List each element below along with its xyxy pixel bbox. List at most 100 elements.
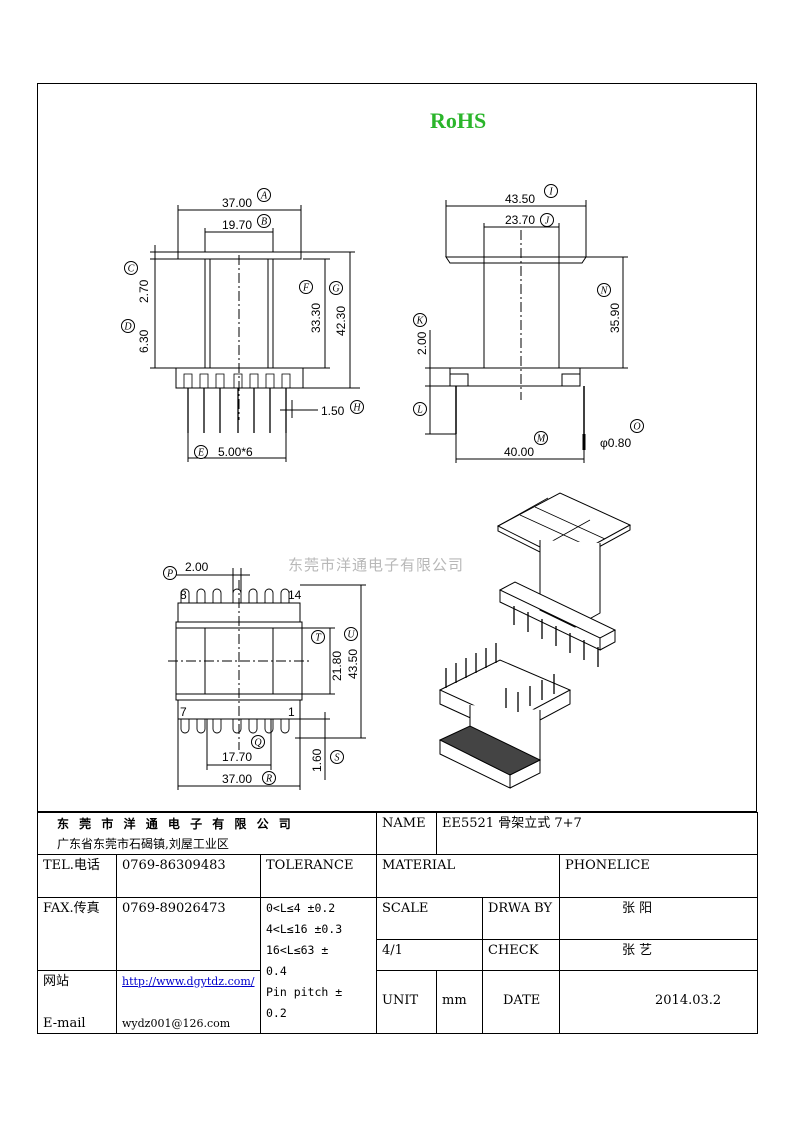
callout-circle-O <box>630 419 644 433</box>
callout-label-T: T <box>315 633 322 644</box>
title-block: 东 莞 市 洋 通 电 子 有 限 公 司 广东省东莞市石碣镇,刘屋工业区 NA… <box>37 812 758 1034</box>
check-value: 张 艺 <box>559 939 758 971</box>
callout-label-N: N <box>600 286 609 297</box>
callout-label-S: S <box>335 753 340 764</box>
callout-label-J: J <box>545 216 550 227</box>
callout-label-G: G <box>332 284 339 295</box>
callout-circle-S <box>330 750 344 764</box>
callout-circle-N <box>597 283 611 297</box>
callout-label-M: M <box>536 434 546 445</box>
dim-R-text: 37.00 <box>222 772 252 786</box>
pin-label-7: 7 <box>180 705 187 719</box>
fax-value: 0769-89026473 <box>116 897 261 971</box>
tol-line-4: 0.4 <box>266 964 287 978</box>
tol-line-1: 0<L≤4 ±0.2 <box>266 901 336 915</box>
check-label: CHECK <box>482 939 560 971</box>
dim-S-text: 1.60 <box>310 748 324 772</box>
callout-circle-K <box>413 313 427 327</box>
tol-line-5: Pin pitch ± <box>266 985 343 999</box>
side-base <box>449 367 581 387</box>
web-link[interactable]: http://www.dgytdz.com/ <box>122 975 255 988</box>
name-label: NAME <box>376 812 437 855</box>
callout-label-I: I <box>548 187 553 198</box>
tolerance-label: TOLERANCE <box>260 854 377 898</box>
dim-T-text: 21.80 <box>330 651 344 681</box>
dim-U-text: 43.50 <box>346 649 360 679</box>
dim-C-text: 2.70 <box>137 279 151 303</box>
drawby-label: DRWA BY <box>482 897 560 940</box>
dim-B-text: 19.70 <box>222 218 252 232</box>
dim-I-text: 43.50 <box>505 192 535 206</box>
unit-label: UNIT <box>376 970 437 1034</box>
callout-label-C: C <box>128 264 135 275</box>
email-value: wydz001@126.com <box>122 1017 231 1030</box>
side-flange <box>445 256 587 264</box>
callout-circle-F <box>299 280 313 294</box>
unit-value: mm <box>436 970 483 1034</box>
callout-circle-P <box>163 566 177 580</box>
name-value: EE5521 骨架立式 7+7 <box>436 812 758 855</box>
bottom-view <box>168 568 366 790</box>
dim-D-text: 6.30 <box>137 329 151 353</box>
callout-circle-G <box>329 281 343 295</box>
tol-line-2: 4<L≤16 ±0.3 <box>266 922 343 936</box>
dim-K-text: 2.00 <box>415 331 429 355</box>
tel-label: TEL.电话 <box>37 854 117 898</box>
callout-circle-T <box>311 630 325 644</box>
callout-label-A: A <box>260 191 268 202</box>
callout-label-D: D <box>123 322 132 333</box>
callout-circle-U <box>344 627 358 641</box>
material-value: PHONELICE <box>559 854 758 898</box>
dim-E-text: 5.00*6 <box>218 445 253 459</box>
callout-circle-E <box>194 445 208 459</box>
scale-label: SCALE <box>376 897 483 940</box>
callout-label-U: U <box>347 630 355 641</box>
dim-Q-text: 17.70 <box>222 750 252 764</box>
iso-view-bottom <box>438 643 572 789</box>
callout-circle-Q <box>251 735 265 749</box>
dim-P-text: 2.00 <box>185 560 209 574</box>
date-label: DATE <box>482 970 560 1034</box>
callout-circle-R <box>262 771 276 785</box>
base-block <box>175 367 304 389</box>
front-view <box>150 205 360 462</box>
fax-label: FAX.传真 <box>37 897 117 971</box>
callout-circle-D <box>121 319 135 333</box>
dim-O-text: φ0.80 <box>600 436 631 450</box>
tolerance-values: 0<L≤4 ±0.2 4<L≤16 ±0.3 16<L≤63 ± 0.4 Pin… <box>260 897 377 1034</box>
technical-drawing: 37.00 19.70 2.70 6.30 33.30 42.30 1.50 5… <box>121 184 644 790</box>
pin-label-8: 8 <box>180 588 187 602</box>
callout-label-R: R <box>265 774 272 785</box>
dim-M-text: 40.00 <box>504 445 534 459</box>
callout-circle-H <box>350 400 364 414</box>
callout-circle-B <box>257 214 271 228</box>
callout-circle-C <box>124 261 138 275</box>
pin-label-1: 1 <box>288 705 295 719</box>
dim-N-text: 35.90 <box>608 303 622 333</box>
company-name: 东 莞 市 洋 通 电 子 有 限 公 司 <box>57 817 294 831</box>
callout-label-O: O <box>633 422 640 433</box>
callout-circle-A <box>257 188 271 202</box>
callout-circle-I <box>544 184 558 198</box>
dim-J-text: 23.70 <box>505 213 535 227</box>
dim-A-text: 37.00 <box>222 196 252 210</box>
side-view <box>425 200 628 463</box>
callout-label-L: L <box>416 405 423 416</box>
callout-label-K: K <box>416 316 425 327</box>
web-label: 网站 <box>43 974 70 989</box>
date-value: 2014.03.2 <box>559 970 758 1034</box>
company-address: 广东省东莞市石碣镇,刘屋工业区 <box>57 837 229 851</box>
contact-values: http://www.dgytdz.com/ wydz001@126.com <box>116 970 261 1034</box>
callout-circle-J <box>540 213 554 227</box>
tel-value: 0769-86309483 <box>116 854 261 898</box>
callout-circle-M <box>534 431 548 445</box>
callout-label-E: E <box>197 448 204 459</box>
callout-label-P: P <box>166 569 173 580</box>
dim-H-text: 1.50 <box>321 404 345 418</box>
callout-label-B: B <box>261 217 267 228</box>
callout-circle-L <box>413 402 427 416</box>
dim-F-text: 33.30 <box>309 303 323 333</box>
company-cell: 东 莞 市 洋 通 电 子 有 限 公 司 广东省东莞市石碣镇,刘屋工业区 <box>37 812 377 855</box>
callout-label-H: H <box>352 403 361 414</box>
